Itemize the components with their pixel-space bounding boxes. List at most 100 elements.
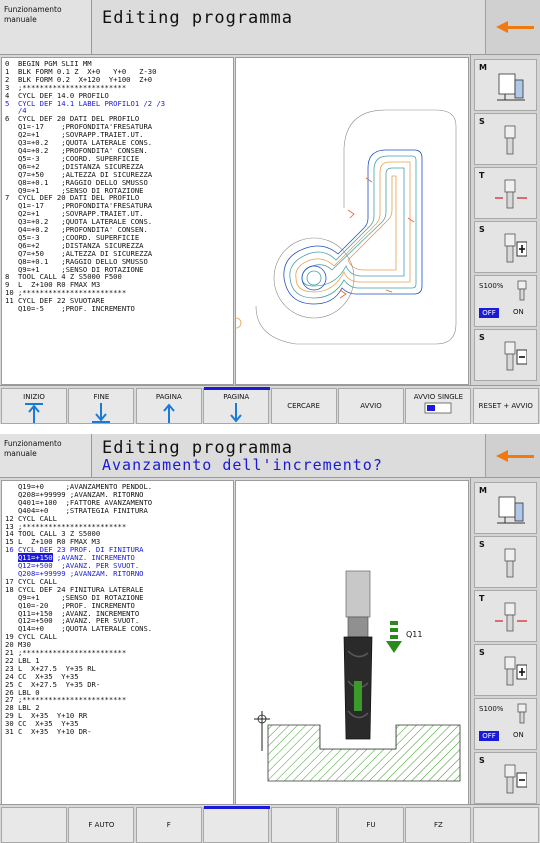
softkey-5[interactable]: CERCARE	[270, 388, 337, 424]
softkey-2[interactable]: FINE	[68, 388, 135, 424]
program-listing[interactable]: Q19=+0 ;AVANZAMENTO PENDOL. Q208=+99999 …	[1, 480, 234, 808]
program-line[interactable]: Q9=+1 ;SENSO DI ROTAZIONE	[5, 592, 144, 602]
softkey-7[interactable]: FZ	[405, 807, 472, 843]
program-line[interactable]: Q208=+99999 ;AVANZAM. RITORNO	[5, 489, 144, 499]
program-line[interactable]: 1 BLK FORM 0.1 Z X+0 Y+0 Z-30	[5, 66, 157, 76]
program-line[interactable]: Q12=+500 ;AVANZ. PER SVUOT.	[5, 616, 140, 626]
program-line[interactable]: Q6=+2 ;DISTANZA SICUREZZA	[5, 240, 144, 250]
program-line[interactable]: Q9=+1 ;SENSO DI ROTAZIONE	[5, 264, 144, 274]
program-line[interactable]: 18 CYCL DEF 24 FINITURA LATERALE	[5, 584, 144, 594]
side-softkey-6[interactable]: S	[474, 752, 537, 804]
program-line[interactable]: 10 ;************************	[5, 288, 127, 298]
side-softkey-1[interactable]: M	[474, 482, 537, 534]
softkey-4[interactable]: PAGINA	[203, 387, 271, 424]
program-line[interactable]: 25 C X+27.5 Y+35 DR-	[5, 679, 101, 689]
program-line[interactable]: Q7=+50 ;ALTEZZA DI SICUREZZA	[5, 169, 153, 179]
program-line[interactable]: 26 LBL 0	[5, 687, 40, 697]
side-softkey-4[interactable]: S	[474, 221, 537, 273]
program-line[interactable]: Q6=+2 ;DISTANZA SICUREZZA	[5, 161, 144, 171]
program-line[interactable]: 4 CYCL DEF 14.0 PROFILO	[5, 90, 109, 100]
softkey-6[interactable]: FU	[338, 807, 404, 843]
program-line[interactable]: Q5=-3 ;COORD. SUPERFICIE	[5, 232, 140, 242]
softkey-1[interactable]: INIZIO	[1, 388, 67, 424]
program-line[interactable]: Q3=+0.2 ;QUOTA LATERALE CONS.	[5, 217, 153, 227]
back-arrow-button[interactable]	[485, 0, 540, 54]
program-line[interactable]: 22 LBL 1	[5, 655, 40, 665]
program-line[interactable]: 30 CC X+35 Y+35	[5, 719, 79, 729]
program-line[interactable]: Q401=+100 ;FATTORE AVANZAMENTO	[5, 497, 153, 507]
softkey-3[interactable]: PAGINA	[135, 388, 202, 424]
program-line[interactable]: 27 ;************************	[5, 695, 127, 705]
program-line[interactable]: 7 CYCL DEF 20 DATI DEL PROFILO	[5, 193, 140, 203]
program-line[interactable]: Q404=+0 ;STRATEGIA FINITURA	[5, 505, 148, 515]
program-line[interactable]: 28 LBL 2	[5, 703, 40, 713]
program-line[interactable]: Q9=+1 ;SENSO DI ROTAZIONE	[5, 185, 144, 195]
program-line[interactable]: 31 C X+35 Y+10 DR-	[5, 727, 92, 737]
program-line[interactable]: Q19=+0 ;AVANZAMENTO PENDOL.	[5, 482, 153, 491]
program-line[interactable]: Q14=+0 ;QUOTA LATERALE CONS.	[5, 624, 153, 634]
softkey-7[interactable]: AVVIO SINGLE	[405, 388, 472, 424]
override-on-toggle[interactable]: ON	[513, 731, 524, 739]
softkey-4[interactable]	[203, 806, 271, 843]
program-line[interactable]: 2 BLK FORM 0.2 X+120 Y+100 Z+0	[5, 74, 153, 84]
program-line[interactable]: 9 L Z+100 R0 FMAX M3	[5, 280, 101, 290]
program-line[interactable]: 14 TOOL CALL 3 Z S5000	[5, 529, 101, 539]
program-line[interactable]: /4	[5, 106, 27, 116]
program-line[interactable]: 3 ;************************	[5, 82, 127, 92]
program-line[interactable]: Q208=+99999 ;AVANZAM. RITORNO	[5, 568, 144, 578]
side-softkey-3[interactable]: T	[474, 590, 537, 642]
program-line[interactable]: 17 CYCL CALL	[5, 576, 57, 586]
softkey-5[interactable]	[270, 807, 337, 843]
program-line[interactable]: 24 CC X+35 Y+35	[5, 671, 79, 681]
program-line[interactable]: Q10=-20 ;PROF. INCREMENTO	[5, 600, 135, 610]
program-line[interactable]: Q7=+50 ;ALTEZZA DI SICUREZZA	[5, 248, 153, 258]
program-line[interactable]: Q1=-17 ;PROFONDITA'FRESATURA	[5, 122, 153, 132]
side-softkey-4[interactable]: S	[474, 644, 537, 696]
program-line[interactable]: 5 CYCL DEF 14.1 LABEL PROFILO1 /2 /3	[5, 98, 166, 108]
program-line[interactable]: Q1=-17 ;PROFONDITA'FRESATURA	[5, 201, 153, 211]
program-line[interactable]: Q8=+0.1 ;RAGGIO DELLO SMUSSO	[5, 177, 148, 187]
program-line[interactable]: Q2=+1 ;SOVRAPP.TRAIET.UT.	[5, 209, 144, 219]
program-line[interactable]: 19 CYCL CALL	[5, 632, 57, 642]
softkey-2[interactable]: F AUTO	[68, 807, 135, 843]
program-line[interactable]: Q11=+150 ;AVANZ. INCREMENTO	[5, 608, 140, 618]
program-line[interactable]: 11 CYCL DEF 22 SVUOTARE	[5, 296, 105, 306]
side-softkey-1[interactable]: M	[474, 59, 537, 111]
program-line[interactable]: Q10=-5 ;PROF. INCREMENTO	[5, 304, 135, 314]
program-line[interactable]: Q8=+0.1 ;RAGGIO DELLO SMUSSO	[5, 256, 148, 266]
edit-cursor[interactable]: Q11=+150	[17, 553, 53, 563]
softkey-3[interactable]: F	[135, 807, 202, 843]
program-line[interactable]: 6 CYCL DEF 20 DATI DEL PROFILO	[5, 114, 140, 124]
program-line[interactable]: Q3=+0.2 ;QUOTA LATERALE CONS.	[5, 138, 153, 148]
program-line[interactable]: 16 CYCL DEF 23 PROF. DI FINITURA	[5, 545, 144, 555]
program-line[interactable]: 13 ;************************	[5, 521, 127, 531]
side-softkey-3[interactable]: T	[474, 167, 537, 219]
program-line[interactable]: Q4=+0.2 ;PROFONDITA' CONSEN.	[5, 145, 148, 155]
program-line[interactable]: 21 ;************************	[5, 648, 127, 658]
softkey-1[interactable]	[1, 807, 67, 843]
side-softkey-2[interactable]: S	[474, 113, 537, 165]
side-softkey-2[interactable]: S	[474, 536, 537, 588]
program-line[interactable]: 20 M30	[5, 640, 31, 650]
back-arrow-button[interactable]	[485, 434, 540, 477]
program-line[interactable]: Q11=+150 ;AVANZ. INCREMENTO	[17, 553, 135, 563]
softkey-6[interactable]: AVVIO	[338, 388, 404, 424]
override-on-toggle[interactable]: ON	[513, 308, 524, 316]
override-off-toggle[interactable]: OFF	[479, 308, 499, 318]
program-line[interactable]: 12 CYCL CALL	[5, 513, 57, 523]
override-off-toggle[interactable]: OFF	[479, 731, 499, 741]
softkey-8[interactable]	[472, 807, 539, 843]
program-line[interactable]: Q5=-3 ;COORD. SUPERFICIE	[5, 153, 140, 163]
program-line[interactable]: Q2=+1 ;SOVRAPP.TRAIET.UT.	[5, 130, 144, 140]
program-line[interactable]: 0 BEGIN PGM SLII MM	[5, 59, 92, 68]
side-softkey-6[interactable]: S	[474, 329, 537, 381]
softkey-8[interactable]: RESET + AVVIO	[472, 388, 539, 424]
program-line[interactable]: 8 TOOL CALL 4 Z S5000 F500	[5, 272, 122, 282]
program-line[interactable]: Q12=+500 ;AVANZ. PER SVUOT.	[5, 561, 140, 571]
program-line[interactable]: 23 L X+27.5 Y+35 RL	[5, 663, 96, 673]
program-line[interactable]: 29 L X+35 Y+10 RR	[5, 711, 88, 721]
program-line[interactable]: 15 L Z+100 R0 FMAX M3	[5, 537, 101, 547]
